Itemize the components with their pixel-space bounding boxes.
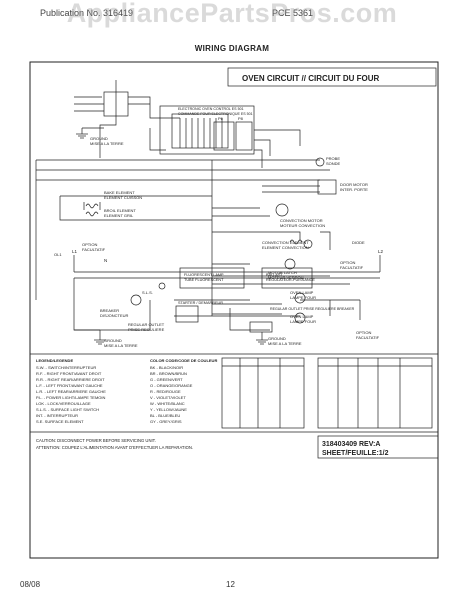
legend-line: L.R. - LEFT REAR/ARRIERE GAUCHE: [36, 389, 106, 394]
color-code-line: BK - BLACK/NOIR: [150, 365, 183, 370]
main-distribution: [35, 160, 381, 316]
ground-label-3: GROUND: [268, 336, 286, 341]
legend-line: LOK - LOCK/VERROUILLAGE: [36, 401, 91, 406]
bake-element-label: BAKE ELEMENT: [104, 190, 135, 195]
publication-number: Publication No. 316419: [40, 8, 134, 18]
ground-label-2: GROUND: [104, 338, 122, 343]
legend-line: S.W. - SWITCH/INTERRUPTEUR: [36, 365, 96, 370]
p6-label: P6: [218, 116, 224, 121]
legend-line: INT. - INTERRUPTEUR: [36, 413, 78, 418]
breaker-label: BREAKER: [100, 308, 119, 313]
optional-label-2: OPTION: [340, 260, 355, 265]
ground-label-1-fr: MISE A LA TERRE: [90, 141, 124, 146]
legend-block: LEGEND/LEGENDE S.W. - SWITCH/INTERRUPTEU…: [36, 358, 106, 424]
door-motor-label-fr: INTER. PORTE: [340, 187, 368, 192]
ballast-label: BALLAST: [266, 273, 283, 277]
circuit-title: OVEN CIRCUIT // CIRCUIT DU FOUR: [242, 74, 380, 83]
circuit-title-box: [227, 67, 437, 87]
legend-line: P.L. - POWER LIGHT/LAMPE TEMOIN: [36, 395, 106, 400]
color-code-line: Y - YELLOW/JAUNE: [150, 407, 187, 412]
conv-element-label-fr: ELEMENT CONVECTION: [262, 245, 309, 250]
color-code-title: COLOR CODE/CODE DE COULEUR: [150, 358, 217, 363]
sheet-box: [317, 435, 439, 459]
part-number: 318403409 REV:A: [322, 441, 380, 448]
probe-label: PROBE: [326, 156, 340, 161]
color-code-block: COLOR CODE/CODE DE COULEUR BK - BLACK/NO…: [150, 358, 217, 424]
oven-lamp-b-label-fr: LAMPE FOUR: [290, 319, 316, 324]
optional-label-3: OPTION: [356, 330, 371, 335]
optional-label-2-fr: FACULTATIF: [340, 265, 364, 270]
page-title: WIRING DIAGRAM: [194, 44, 270, 53]
legend-line: R.R. - RIGHT REAR/ARRIERE DROIT: [36, 377, 105, 382]
regular-outlet-breaker-label: REGULAR OUTLET PRISE REGULIERE BREAKER: [270, 307, 355, 311]
control-board-label-fr: COMMANDE FOUR ELECTRONIQUE ES 501: [178, 112, 253, 116]
legend-line: L.F. - LEFT FRONT/AVANT GAUCHE: [36, 383, 103, 388]
model-number: PCE 5361: [272, 8, 314, 18]
color-code-line: BL - BLUE/BLEU: [150, 413, 180, 418]
fluorescent-label: FLUORESCENT LAMP: [184, 273, 224, 277]
right-components: [212, 129, 350, 324]
caution-text: CAUTION: DISCONNECT POWER BEFORE SERVICI…: [36, 438, 156, 443]
conv-fan-label: CONVECTION MOTOR: [280, 218, 323, 223]
optional-label-1-fr: FACULTATIF: [82, 247, 106, 252]
sls-label: S.L.S.: [142, 290, 153, 295]
optional-label-1: OPTION: [82, 242, 97, 247]
oven-lamp-label: OVEN LAMP: [290, 290, 314, 295]
ground-symbol-1: [76, 128, 88, 139]
bake-broil-elements: [59, 195, 212, 221]
oven-lamp-b-label: OVEN LAMP: [290, 314, 314, 319]
broil-element-label-fr: ELEMENT GRIL: [104, 213, 134, 218]
element-tables: [221, 357, 433, 429]
top-wiring: [36, 80, 212, 181]
ballast-label-fr: REGULATEUR-PUISSANCE: [266, 278, 315, 282]
color-code-line: GY - GREY/GRIS: [150, 419, 182, 424]
latch-label-fr: MOTEUR VERROU: [268, 275, 304, 280]
footer-page-number: 12: [226, 580, 235, 589]
regular-outlet-label-fr: PRISE REGULIERE: [128, 327, 165, 332]
latch-label: MOTOR LATCH: [268, 270, 297, 275]
ol1-label: OL1: [54, 252, 62, 257]
diagram-frame: [29, 61, 439, 559]
optional-label-3-fr: FACULTATIF: [356, 335, 380, 340]
l1-label: L1: [72, 249, 78, 254]
ground-label-3-fr: MISE A LA TERRE: [268, 341, 302, 346]
lighting-circuit: [73, 267, 361, 345]
door-motor-label: DOOR MOTOR: [340, 182, 368, 187]
footer-date: 08/08: [20, 580, 41, 589]
conv-element-label: CONVECTION ELEMENT: [262, 240, 309, 245]
n-label: N: [104, 258, 107, 263]
legend-title: LEGEND/LEGENDE: [36, 358, 73, 363]
color-code-line: BR - BROWN/BRUN: [150, 371, 187, 376]
control-board-label: ELECTRONIC OVEN CONTROL ES 501: [178, 107, 244, 111]
ground-label-1: GROUND: [90, 136, 108, 141]
p8-label: P8: [238, 116, 244, 121]
legend-line: S.E. SURFACE ELEMENT: [36, 419, 84, 424]
bake-element-label-fr: ELEMENT CUISSON: [104, 195, 142, 200]
breaker-label-fr: DISJONCTEUR: [100, 313, 129, 318]
diode-label: DIODE: [352, 240, 365, 245]
regular-outlet-label: REGULAR OUTLET: [128, 322, 165, 327]
color-code-line: G - GREEN/VERT: [150, 377, 183, 382]
caution-text-fr: ATTENTION: COUPEZ L'ALIMENTATION AVANT D…: [36, 445, 193, 450]
oven-lamp-label-fr: LAMPE FOUR: [290, 295, 316, 300]
l2-label: L2: [378, 249, 384, 254]
legend-line: R.F. - RIGHT FRONT/AVANT DROIT: [36, 371, 102, 376]
conv-fan-label-fr: MOTEUR CONVECTION: [280, 223, 325, 228]
color-code-line: V - VIOLET/VIOLET: [150, 395, 186, 400]
ground-label-2-fr: MISE A LA TERRE: [104, 343, 138, 348]
sheet-number: SHEET/FEUILLE:1/2: [322, 450, 389, 457]
starter-label: STARTER / DEMARREUR: [178, 301, 223, 305]
legend-line: S.L.S. - SURFACE LIGHT SWITCH: [36, 407, 99, 412]
color-code-line: W - WHITE/BLANC: [150, 401, 185, 406]
broil-element-label: BROIL ELEMENT: [104, 208, 136, 213]
color-code-line: R - RED/ROUGE: [150, 389, 181, 394]
probe-label-fr: SONDE: [326, 161, 341, 166]
color-code-line: O - ORANGE/ORANGE: [150, 383, 193, 388]
fluorescent-label-fr: TUBE FLUORESCENT: [184, 278, 224, 282]
